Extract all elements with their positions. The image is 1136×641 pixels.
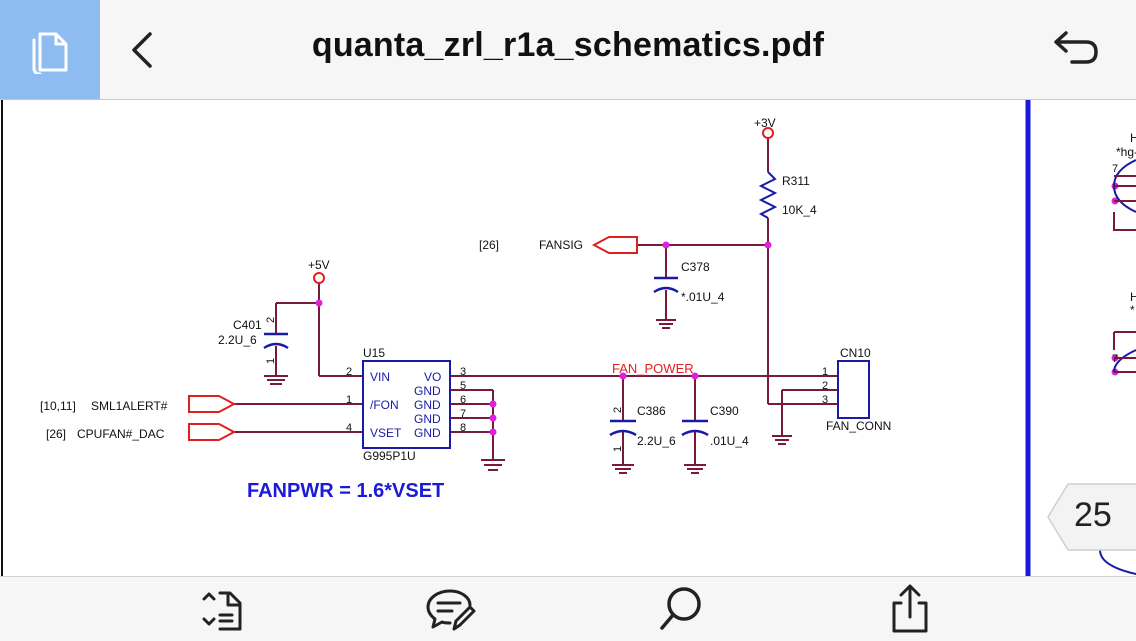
right-page-h1: H xyxy=(1130,131,1136,145)
schematic-drawing: +3V R311 10K_4 [26] FANSIG C378 *.01U_4 … xyxy=(1,100,1136,576)
c401-pin-1: 1 xyxy=(265,358,277,364)
right-page-star1: * xyxy=(1130,303,1135,317)
pin-vset: VSET xyxy=(370,426,402,440)
top-toolbar: quanta_zrl_r1a_schematics.pdf xyxy=(0,0,1136,100)
pin-vin: VIN xyxy=(370,370,390,384)
undo-button[interactable] xyxy=(1050,28,1102,70)
pin-number-6: 6 xyxy=(460,394,466,406)
right-page-hg: *hg- xyxy=(1116,145,1136,159)
net-3v-label: +3V xyxy=(754,116,776,130)
u15-part: G995P1U xyxy=(363,449,416,463)
c401-label: C401 xyxy=(233,318,262,332)
page-number-indicator[interactable]: 25 xyxy=(1046,482,1136,552)
pin-vo: VO xyxy=(424,370,441,384)
sml-label: SML1ALERT# xyxy=(91,399,168,413)
c378-label: C378 xyxy=(681,260,710,274)
c390-value: .01U_4 xyxy=(710,434,749,448)
formula-note: FANPWR = 1.6*VSET xyxy=(247,480,444,502)
r311-value: 10K_4 xyxy=(782,203,817,217)
pin-gnd-7: GND xyxy=(414,412,441,426)
document-icon xyxy=(32,32,68,74)
right-page-h2: H xyxy=(1130,290,1136,304)
c378-value: *.01U_4 xyxy=(681,290,725,304)
c401-pin-2: 2 xyxy=(265,317,277,323)
bottom-toolbar xyxy=(0,576,1136,641)
c390-label: C390 xyxy=(710,404,739,418)
document-title: quanta_zrl_r1a_schematics.pdf xyxy=(311,26,825,64)
fansig-label: FANSIG xyxy=(539,238,583,252)
pin-number-3: 3 xyxy=(460,366,466,378)
back-button[interactable] xyxy=(124,30,164,70)
pin-number-7: 7 xyxy=(460,408,466,420)
pin-number-8: 8 xyxy=(460,422,466,434)
pin-gnd-5: GND xyxy=(414,384,441,398)
cpufan-ref: [26] xyxy=(46,427,66,441)
comment-edit-icon[interactable] xyxy=(424,583,476,635)
right-page-pin-7b: 7 xyxy=(1112,353,1118,365)
right-page-pin-7a: 7 xyxy=(1112,163,1118,175)
c386-pin-2: 2 xyxy=(612,407,624,413)
c386-label: C386 xyxy=(637,404,666,418)
r311-label: R311 xyxy=(782,174,810,188)
pin-gnd-6: GND xyxy=(414,398,441,412)
pin-number-2: 2 xyxy=(346,366,352,378)
cn10-label: CN10 xyxy=(840,346,871,360)
cn10-pin-1: 1 xyxy=(822,366,828,378)
pin-gnd-8: GND xyxy=(414,426,441,440)
c386-pin-1: 1 xyxy=(612,446,624,452)
fan-power-net: FAN_POWER xyxy=(612,361,694,376)
c401-value: 2.2U_6 xyxy=(218,333,257,347)
page-number-text: 25 xyxy=(1074,496,1112,534)
sml-ref: [10,11] xyxy=(40,399,76,413)
pin-number-4: 4 xyxy=(346,422,352,434)
fansig-ref: [26] xyxy=(479,238,499,252)
cn10-pin-2: 2 xyxy=(822,380,828,392)
cn10-pin-3: 3 xyxy=(822,394,828,406)
fit-width-icon[interactable] xyxy=(198,583,250,635)
u15-label: U15 xyxy=(363,346,385,360)
page-badge-shape xyxy=(1047,483,1136,551)
net-5v-label: +5V xyxy=(308,258,330,272)
fan-conn-label: FAN_CONN xyxy=(826,419,891,433)
pin-fon: /FON xyxy=(370,398,399,412)
cpufan-label: CPUFAN#_DAC xyxy=(77,427,165,441)
share-icon[interactable] xyxy=(884,583,936,635)
pdf-page-view[interactable]: +3V R311 10K_4 [26] FANSIG C378 *.01U_4 … xyxy=(0,100,1136,576)
search-icon[interactable] xyxy=(655,583,707,635)
documents-button[interactable] xyxy=(0,0,100,99)
pin-number-5: 5 xyxy=(460,380,466,392)
c386-value: 2.2U_6 xyxy=(637,434,676,448)
pin-number-1: 1 xyxy=(346,394,352,406)
